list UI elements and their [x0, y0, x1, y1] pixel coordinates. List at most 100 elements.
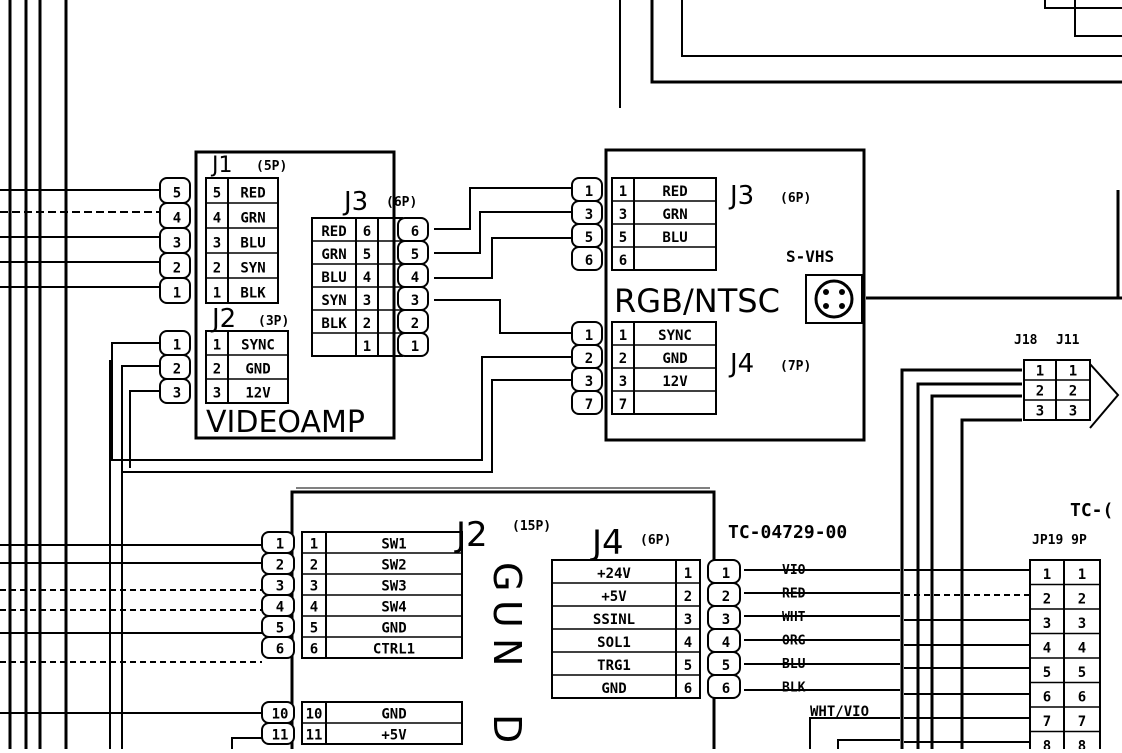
- gun-title-letter: G: [485, 562, 529, 591]
- rgb-j4-table-cell: SYNC: [658, 328, 692, 344]
- videoamp-j3-plug-pin-label: 1: [411, 339, 419, 355]
- videoamp-j3-plug-pin: [397, 332, 429, 357]
- videoamp-j1-table-cell: GRN: [240, 211, 265, 227]
- videoamp-j3-plug-pin-label: 3: [411, 293, 419, 309]
- gun-j4-table-cell: 1: [684, 566, 692, 582]
- rgb-j4-plug-pin-label: 3: [585, 374, 593, 390]
- wire-color-label: VIO: [782, 563, 806, 578]
- gun-title-letter: D: [485, 714, 529, 743]
- rgb-j4-table-cell: 12V: [662, 374, 688, 390]
- gun-j2-table-cell: 1: [310, 536, 318, 552]
- rgb-j4-plug-pin-label: 1: [585, 328, 593, 344]
- gun-j2-pins: (15P): [512, 519, 551, 534]
- videoamp-j3-plug-pin-label: 4: [411, 270, 419, 286]
- rgb-j4-plug-pin-label: 7: [585, 397, 593, 413]
- rgb-j4-table-cell: 1: [619, 328, 627, 344]
- gun-j2-plug-pin-label: 5: [276, 620, 284, 636]
- j18-j11-table-cell: 1: [1036, 364, 1044, 380]
- j11-ref: J11: [1056, 333, 1080, 348]
- videoamp-j2-plug-pin-label: 2: [173, 362, 181, 378]
- videoamp-j2-table-cell: 12V: [245, 386, 271, 402]
- videoamp-j1-plug-pin-label: 2: [173, 261, 181, 277]
- videoamp-j2-plug: 123: [159, 330, 191, 404]
- jp19-table-cell: 8: [1078, 739, 1086, 749]
- jp19-table-cell: 1: [1078, 567, 1086, 583]
- extra-wire-label: WHT/VIO: [810, 704, 869, 720]
- svhs-pin-icon: [839, 303, 845, 309]
- jp19-table-cell: 3: [1043, 616, 1051, 632]
- rgb-j3-table-cell: BLU: [662, 230, 687, 246]
- gun-j4-table-cell: SSINL: [593, 612, 635, 628]
- gun-j4-table-cell: TRG1: [597, 658, 631, 674]
- gun-j4-plug-pin-label: 6: [722, 681, 730, 697]
- videoamp-j2-table-cell: GND: [245, 362, 270, 378]
- gun-j2-table-cell: SW3: [381, 578, 406, 594]
- videoamp-j1-plug-pin: [159, 277, 191, 304]
- gun-j4-plug-pin: [707, 674, 741, 699]
- gun-j2-table-cell: SW2: [381, 557, 406, 573]
- gun-title-letter: N: [485, 638, 529, 666]
- rgb-j3-plug-pin-label: 5: [585, 230, 593, 246]
- gun-j2-plug-pin-label: 2: [276, 557, 284, 573]
- gun-j4-table-cell: SOL1: [597, 635, 631, 651]
- gun-j2-table-cell: CTRL1: [373, 641, 415, 657]
- rgb-j3-table-cell: 6: [619, 253, 627, 269]
- videoamp-j3-table-cell: 2: [363, 316, 371, 332]
- videoamp-j3-table-cell: 3: [363, 293, 371, 309]
- videoamp-j1-plug-pin-label: 1: [173, 286, 181, 302]
- gun-j4-table-cell: 3: [684, 612, 692, 628]
- gun-j4-table-cell: 2: [684, 589, 692, 605]
- rgb-j4-table-cell: 2: [619, 351, 627, 367]
- gun-j2-plug-pin-label: 6: [276, 641, 284, 657]
- gun-j4-plug-pin-label: 2: [722, 589, 730, 605]
- rgb-j4-pins: (7P): [780, 359, 811, 374]
- tc-partial-label: TC-(: [1070, 500, 1113, 521]
- videoamp-j3-table-cell: 4: [363, 270, 371, 286]
- gun-j4-table-cell: +5V: [601, 589, 627, 605]
- videoamp-j1-table-cell: BLK: [240, 286, 266, 302]
- jp19-table-cell: 8: [1043, 739, 1051, 749]
- jp19-table-cell: 2: [1043, 592, 1051, 608]
- j18-j11-table-cell: 1: [1069, 364, 1077, 380]
- gun-j2-table-lower-cell: 10: [306, 706, 323, 722]
- videoamp-j2-table-cell: SYNC: [241, 338, 275, 354]
- videoamp-j1-table-cell: RED: [240, 186, 265, 202]
- gun-j2-table-cell: SW1: [381, 536, 406, 552]
- gun-j4-plug-pin-label: 3: [722, 612, 730, 628]
- wire-color-label: RED: [782, 587, 806, 602]
- wire-color-label: WHT: [782, 610, 806, 625]
- videoamp-j3-table-cell: BLK: [321, 316, 347, 332]
- rgb-j3-table-cell: 3: [619, 207, 627, 223]
- rgb-j3-plug-pin-label: 1: [585, 184, 593, 200]
- jp19-table-cell: 7: [1043, 714, 1051, 730]
- svhs-jack-icon: [814, 279, 854, 319]
- videoamp-j1-table-cell: 4: [213, 211, 221, 227]
- videoamp-j1-table-cell: SYN: [240, 261, 265, 277]
- gun-j2-table-cell: 3: [310, 578, 318, 594]
- j18-j11-table-cell: 2: [1036, 384, 1044, 400]
- gun-j4-table-cell: +24V: [597, 566, 631, 582]
- jp19-table-cell: 2: [1078, 592, 1086, 608]
- gun-j2-plug-pin: [261, 636, 295, 659]
- rgb-j4-table-cell: 3: [619, 374, 627, 390]
- gun-j2-table-lower-cell: 11: [306, 727, 323, 743]
- gun-j4-plug-pin-label: 1: [722, 566, 730, 582]
- videoamp-j3-pins: (6P): [386, 195, 417, 210]
- gun-j4-pins: (6P): [640, 533, 671, 548]
- wire-color-label: BLK: [782, 681, 806, 696]
- videoamp-j3-plug-pin-label: 5: [411, 247, 419, 263]
